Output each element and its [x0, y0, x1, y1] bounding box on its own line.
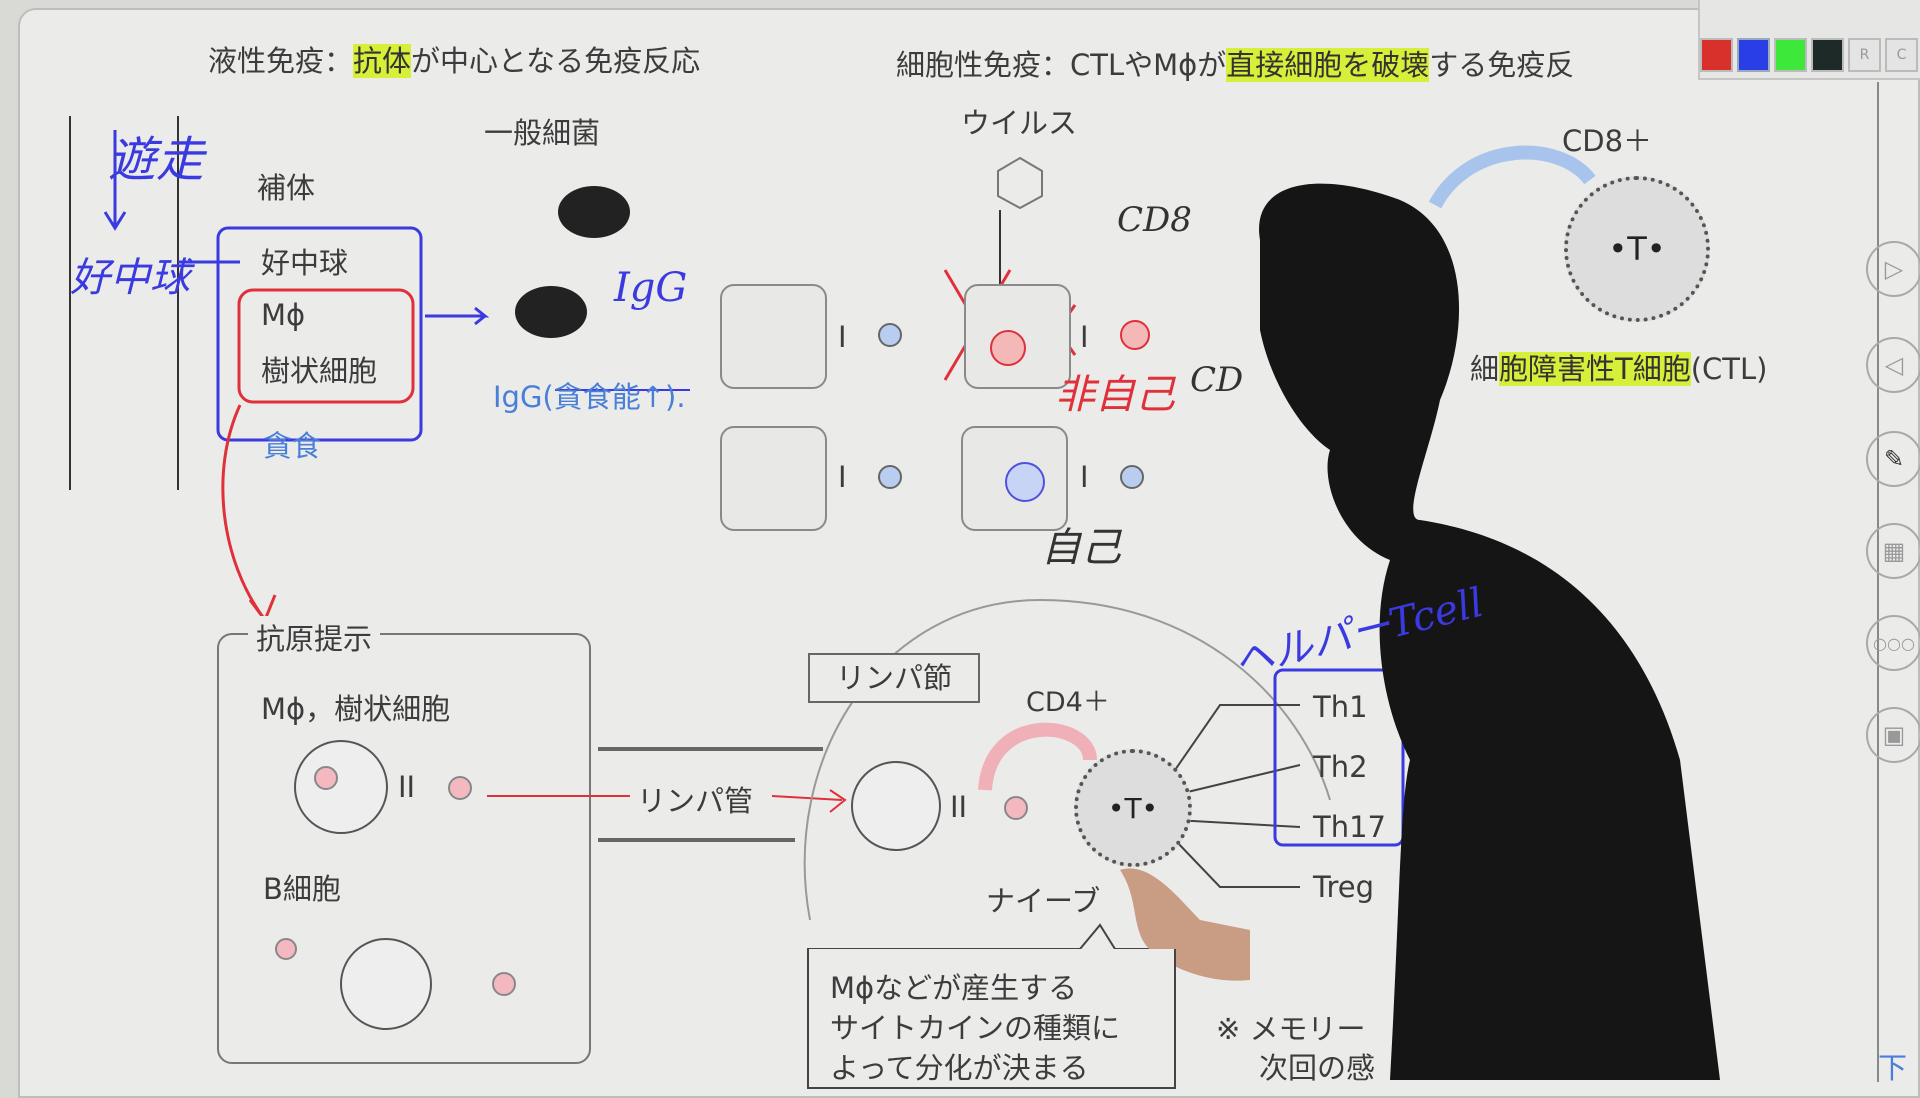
- note-line-1: Mϕなどが産生する: [830, 971, 1078, 1005]
- lymph-node-label: リンパ節: [808, 653, 980, 703]
- antigen-dot: [448, 776, 472, 800]
- antigen-dot: [878, 465, 902, 489]
- cell-square: [720, 426, 827, 531]
- virus-label: ウイルス: [961, 106, 1078, 140]
- ctl-name-prefix: 細: [1470, 352, 1500, 386]
- whiteboard-icon[interactable]: ▦: [1866, 523, 1920, 579]
- note-underlined: サイトカイン: [830, 1011, 1005, 1045]
- antigen-dot: [1120, 465, 1144, 489]
- pen-icon[interactable]: ✎: [1866, 431, 1920, 487]
- handwritten-cd8: CD8: [1117, 200, 1192, 240]
- cd4-label: CD4＋: [1026, 687, 1110, 718]
- antigen-dot: [878, 323, 902, 347]
- humoral-highlight: 抗体: [353, 44, 412, 78]
- igg-note: IgG(貪食能↑).: [493, 380, 686, 414]
- pen-toolbar: [1698, 0, 1920, 80]
- lymph-vessel-label: リンパ管: [637, 778, 754, 820]
- neutrophil-label: 好中球: [261, 246, 349, 280]
- mhc2-label: II: [950, 790, 968, 824]
- more-icon[interactable]: ○○○: [1866, 615, 1920, 671]
- humoral-suffix: が中心となる免疫反応: [411, 44, 701, 78]
- lymph-node-outline: [803, 598, 1331, 921]
- r-button[interactable]: R: [1848, 38, 1881, 72]
- handwritten-nonself: 非自己: [1055, 372, 1175, 418]
- mhc2-label: II: [398, 770, 416, 804]
- presenter-silhouette: [1259, 183, 1720, 1080]
- antigen-dot: [314, 766, 338, 790]
- cellular-suffix: する免疫反: [1429, 48, 1575, 82]
- humoral-prefix: 液性免疫：: [208, 44, 354, 78]
- bcell: [340, 938, 432, 1030]
- helper-th17: Th17: [1313, 810, 1386, 844]
- mhc1-label: I: [838, 320, 847, 354]
- self-antigen-icon: [1005, 462, 1045, 502]
- prev-icon[interactable]: ◁: [1866, 337, 1920, 393]
- ctl-name-suffix: (CTL): [1690, 352, 1768, 386]
- mhc1-label: I: [1080, 460, 1089, 494]
- ctl-name: 細胞障害性T細胞(CTL): [1470, 346, 1767, 388]
- mhc1-label: I: [838, 460, 847, 494]
- ctl-name-highlight: 胞障害性T細胞: [1499, 352, 1691, 386]
- phagocytosis-label: 貪食: [263, 429, 322, 463]
- memory-line-2: 次回の感: [1259, 1051, 1376, 1085]
- naive-label: ナイーブ: [986, 884, 1101, 918]
- naive-t-cell: •T•: [1074, 749, 1192, 867]
- bcell-label: B細胞: [263, 872, 341, 906]
- antigen-dot: [1004, 796, 1028, 820]
- cellular-highlight: 直接細胞を破壊: [1226, 48, 1430, 82]
- blue-pen-swatch[interactable]: [1737, 38, 1770, 72]
- viral-antigen-icon: [1120, 320, 1150, 350]
- helper-th2: Th2: [1313, 750, 1368, 784]
- macrophage-label: Mϕ: [261, 298, 306, 332]
- cell-square: [720, 284, 827, 389]
- apc-cell: [294, 740, 388, 834]
- note-line-3: よって分化が決まる: [830, 1051, 1089, 1085]
- antigen-dot: [492, 972, 516, 996]
- apc-cell: [851, 761, 941, 851]
- complement-label: 補体: [257, 171, 316, 205]
- dendritic-label: 樹状細胞: [261, 354, 378, 388]
- page-down-label[interactable]: 下: [1878, 1051, 1908, 1085]
- c-button[interactable]: C: [1885, 38, 1918, 72]
- screen-icon[interactable]: ▣: [1866, 707, 1920, 763]
- handwritten-chemotaxis: 好中球: [70, 255, 190, 301]
- handwritten-igg: IgG: [614, 265, 688, 311]
- cd8-label: CD8＋: [1562, 124, 1653, 158]
- handwritten-self: 自己: [1041, 525, 1121, 571]
- bacterium-icon: [515, 286, 587, 338]
- handwritten-migration: 遊走: [108, 132, 205, 188]
- antigen-presentation-title: 抗原提示: [248, 616, 381, 658]
- memory-line-1: ※ メモリー: [1216, 1012, 1366, 1046]
- next-icon[interactable]: ▷: [1866, 241, 1920, 297]
- bacterium-icon: [558, 186, 630, 238]
- bacteria-label: 一般細菌: [484, 116, 601, 150]
- humoral-immunity-title: 液性免疫：抗体が中心となる免疫反応: [208, 38, 700, 80]
- helper-th1: Th1: [1313, 690, 1368, 724]
- cytokine-note-box: [807, 949, 1176, 1089]
- viral-antigen-icon: [990, 330, 1026, 366]
- sidebar-divider: [1877, 82, 1879, 1082]
- presenter-hand: [1120, 868, 1250, 981]
- antigen-dot: [275, 938, 297, 960]
- black-pen-swatch[interactable]: [1811, 38, 1844, 72]
- mhc1-label: I: [1080, 320, 1089, 354]
- helper-treg: Treg: [1313, 870, 1374, 904]
- antigen-presentation-box: [217, 633, 591, 1064]
- red-pen-swatch[interactable]: [1700, 38, 1733, 72]
- handwritten-cd: CD: [1190, 360, 1244, 400]
- cellular-immunity-title: 細胞性免疫：CTLやMϕが直接細胞を破壊する免疫反: [896, 42, 1574, 84]
- cellular-prefix: 細胞性免疫：CTLやMϕが: [896, 48, 1227, 82]
- ctl-cell: •T•: [1564, 176, 1710, 322]
- blue-group-box: [216, 226, 423, 442]
- red-group-box: [237, 288, 415, 404]
- apc-label: Mϕ，樹状細胞: [261, 692, 451, 726]
- note-rest: の種類に: [1004, 1011, 1121, 1045]
- note-line-2: サイトカインの種類に: [830, 1005, 1120, 1047]
- green-pen-swatch[interactable]: [1774, 38, 1807, 72]
- virus-icon: [997, 156, 1043, 210]
